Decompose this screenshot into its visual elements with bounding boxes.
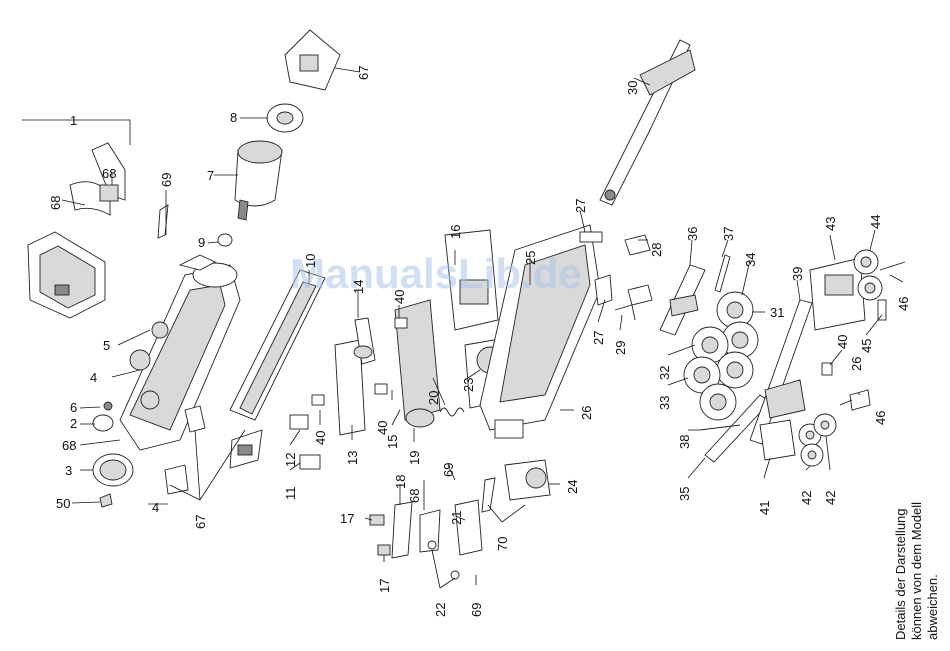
callout-43: 43 xyxy=(823,217,838,231)
callout-50: 50 xyxy=(56,496,70,511)
callout-16: 16 xyxy=(448,225,463,239)
note-line-2: können von dem Modell xyxy=(909,502,924,640)
callout-26-center: 26 xyxy=(579,406,594,420)
callout-46-upper: 46 xyxy=(896,297,911,311)
callout-40-c: 40 xyxy=(375,421,390,435)
callout-32: 32 xyxy=(657,366,672,380)
callout-40-b: 40 xyxy=(313,431,328,445)
callout-41: 41 xyxy=(757,501,772,515)
callout-10: 10 xyxy=(303,254,318,268)
callout-23: 23 xyxy=(461,378,476,392)
callout-28: 28 xyxy=(649,243,664,257)
callout-31: 31 xyxy=(770,305,784,320)
callout-15: 15 xyxy=(385,435,400,449)
callout-22: 22 xyxy=(433,603,448,617)
callout-67-upper: 67 xyxy=(356,66,371,80)
running-board xyxy=(230,270,325,468)
callout-68-a: 68 xyxy=(48,196,63,210)
callout-30: 30 xyxy=(625,81,640,95)
callout-26-right: 26 xyxy=(849,357,864,371)
callout-67-lower: 67 xyxy=(193,515,208,529)
motor-assembly xyxy=(218,30,340,246)
callout-7: 7 xyxy=(207,168,214,183)
callout-4-lower: 4 xyxy=(152,500,159,515)
callout-3: 3 xyxy=(65,463,72,478)
callout-70: 70 xyxy=(495,537,510,551)
callout-24: 24 xyxy=(565,480,580,494)
callout-17-upper: 17 xyxy=(340,511,354,526)
callout-29: 29 xyxy=(613,341,628,355)
callout-19: 19 xyxy=(407,451,422,465)
callout-18: 18 xyxy=(393,475,408,489)
callout-25: 25 xyxy=(523,251,538,265)
callout-9: 9 xyxy=(198,235,205,250)
callout-42-b: 42 xyxy=(823,491,838,505)
note-line-1: Details der Darstellung xyxy=(893,508,908,640)
tender-drawbar xyxy=(600,40,695,205)
callout-68-c: 68 xyxy=(62,438,76,453)
callout-27-lower: 27 xyxy=(591,331,606,345)
callout-68-b: 68 xyxy=(102,166,116,181)
callout-14: 14 xyxy=(351,280,366,294)
callout-40-d: 40 xyxy=(835,335,850,349)
driving-wheels xyxy=(684,292,758,420)
callout-37: 37 xyxy=(721,227,736,241)
callout-2: 2 xyxy=(70,416,77,431)
callout-40-a: 40 xyxy=(392,290,407,304)
callout-35: 35 xyxy=(677,487,692,501)
callout-8: 8 xyxy=(230,110,237,125)
callout-69-b: 69 xyxy=(441,463,456,477)
note-line-3: abweichen. xyxy=(925,574,940,640)
callout-11: 11 xyxy=(283,487,298,501)
callout-45: 45 xyxy=(859,339,874,353)
disclaimer-note: Details der Darstellung können von dem M… xyxy=(893,502,940,640)
callout-42-a: 42 xyxy=(799,491,814,505)
callout-1: 1 xyxy=(70,113,77,128)
callout-34: 34 xyxy=(743,253,758,267)
callout-27-upper: 27 xyxy=(573,199,588,213)
callout-4-upper: 4 xyxy=(90,370,97,385)
callout-12: 12 xyxy=(283,453,298,467)
callout-21: 21 xyxy=(449,511,464,525)
callout-17-lower: 17 xyxy=(377,579,392,593)
callout-39: 39 xyxy=(790,267,805,281)
callout-20: 20 xyxy=(426,391,441,405)
callout-6: 6 xyxy=(70,400,77,415)
callout-69-a: 69 xyxy=(159,173,174,187)
callout-68-d: 68 xyxy=(407,489,422,503)
boiler-body xyxy=(120,255,240,450)
callout-33: 33 xyxy=(657,396,672,410)
callout-36: 36 xyxy=(685,227,700,241)
callout-69-c: 69 xyxy=(469,603,484,617)
callout-5: 5 xyxy=(103,338,110,353)
callout-13: 13 xyxy=(345,451,360,465)
callout-46-lower: 46 xyxy=(873,411,888,425)
callout-44: 44 xyxy=(868,215,883,229)
callout-38: 38 xyxy=(677,435,692,449)
